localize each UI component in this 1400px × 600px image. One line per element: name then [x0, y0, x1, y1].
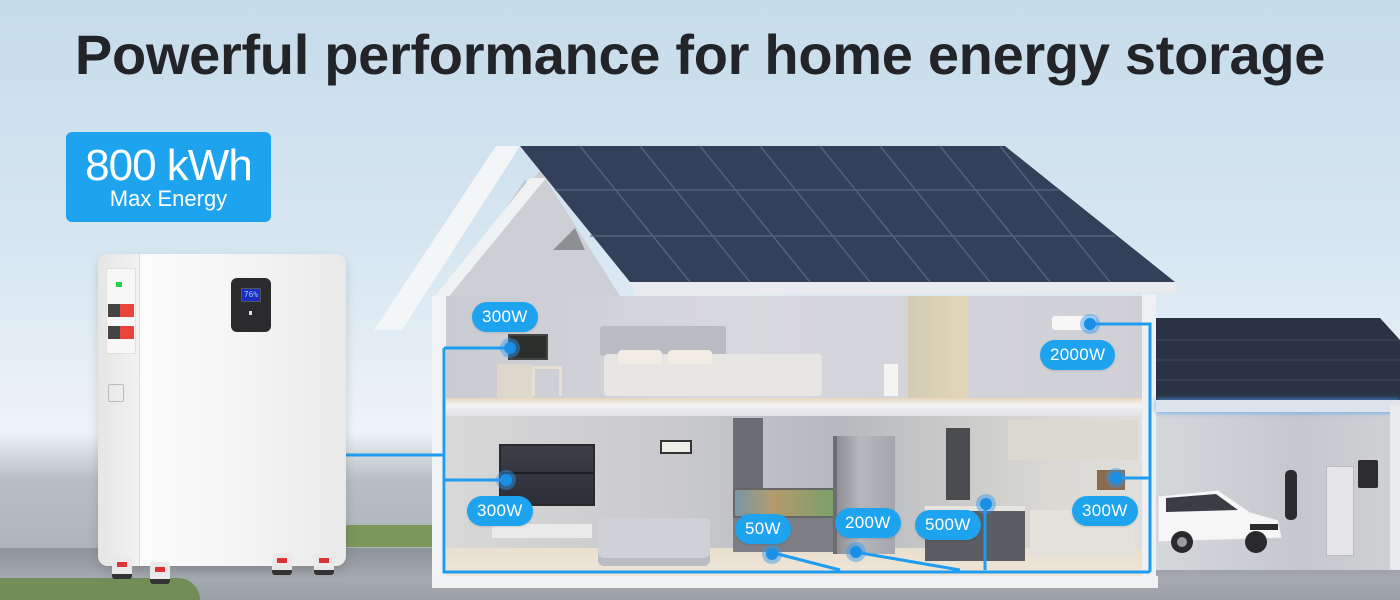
capacity-value: 800 kWh	[85, 141, 253, 190]
pillow	[618, 350, 662, 364]
capacity-label: Max Energy	[109, 186, 228, 211]
pillow	[668, 350, 712, 364]
house-wall-left	[432, 296, 446, 586]
caster-wheel-icon	[150, 562, 170, 584]
power-terminal-icon	[108, 326, 134, 339]
desk	[497, 364, 533, 398]
caster-wheel-icon	[314, 553, 334, 575]
power-button	[249, 311, 252, 315]
garage-roof-edge	[1156, 400, 1400, 412]
coffee-machine-connection-icon	[976, 494, 996, 514]
load-label-tv: 300W	[467, 496, 533, 526]
garage-battery-stack	[1326, 466, 1354, 556]
aquarium-connection-icon	[762, 544, 782, 564]
refrigerator-connection-icon	[846, 542, 866, 562]
air-conditioner-connection-icon	[1080, 314, 1100, 334]
inverter	[1358, 460, 1378, 488]
handle-icon	[108, 384, 124, 402]
load-label-coffee-machine: 500W	[915, 510, 981, 540]
load-label-air-conditioner: 2000W	[1040, 340, 1116, 370]
lawn-middle	[345, 525, 435, 547]
load-label-aquarium: 50W	[735, 514, 791, 544]
bedroom-computer-connection-icon	[500, 338, 520, 358]
load-label-bedroom-computer: 300W	[472, 302, 538, 332]
status-led-icon	[116, 282, 122, 287]
power-terminal-icon	[108, 304, 134, 317]
kitchen-upper-cabinets	[1008, 420, 1138, 460]
capacity-badge: 800 kWh Max Energy	[66, 132, 271, 222]
caster-wheel-icon	[272, 553, 292, 575]
lcd-screen: 76%	[241, 288, 261, 302]
wall-lamp	[660, 440, 692, 454]
headline: Powerful performance for home energy sto…	[74, 23, 1326, 86]
floor-slab	[444, 398, 1146, 416]
house-foundation	[432, 576, 1158, 588]
energy-storage-battery: 76%	[98, 254, 346, 566]
load-label-range-hood: 300W	[1072, 496, 1138, 526]
tv-stand	[492, 524, 592, 538]
garage-post	[1390, 405, 1400, 570]
lawn-left	[0, 578, 200, 600]
bedroom-cabinet	[884, 364, 898, 396]
range-hood-connection-icon	[1106, 468, 1126, 488]
house-wall-right	[1142, 294, 1156, 584]
tall-cabinet	[733, 418, 763, 488]
tv-connection-icon	[496, 470, 516, 490]
display-panel: 76%	[231, 278, 271, 332]
ev-charger	[1285, 470, 1297, 520]
load-label-refrigerator: 200W	[835, 508, 901, 538]
bedroom-door	[908, 296, 968, 398]
electric-car	[1158, 489, 1283, 553]
chair	[532, 366, 562, 396]
caster-wheel-icon	[112, 557, 132, 579]
sofa	[598, 518, 710, 566]
oven-tower	[946, 428, 970, 500]
